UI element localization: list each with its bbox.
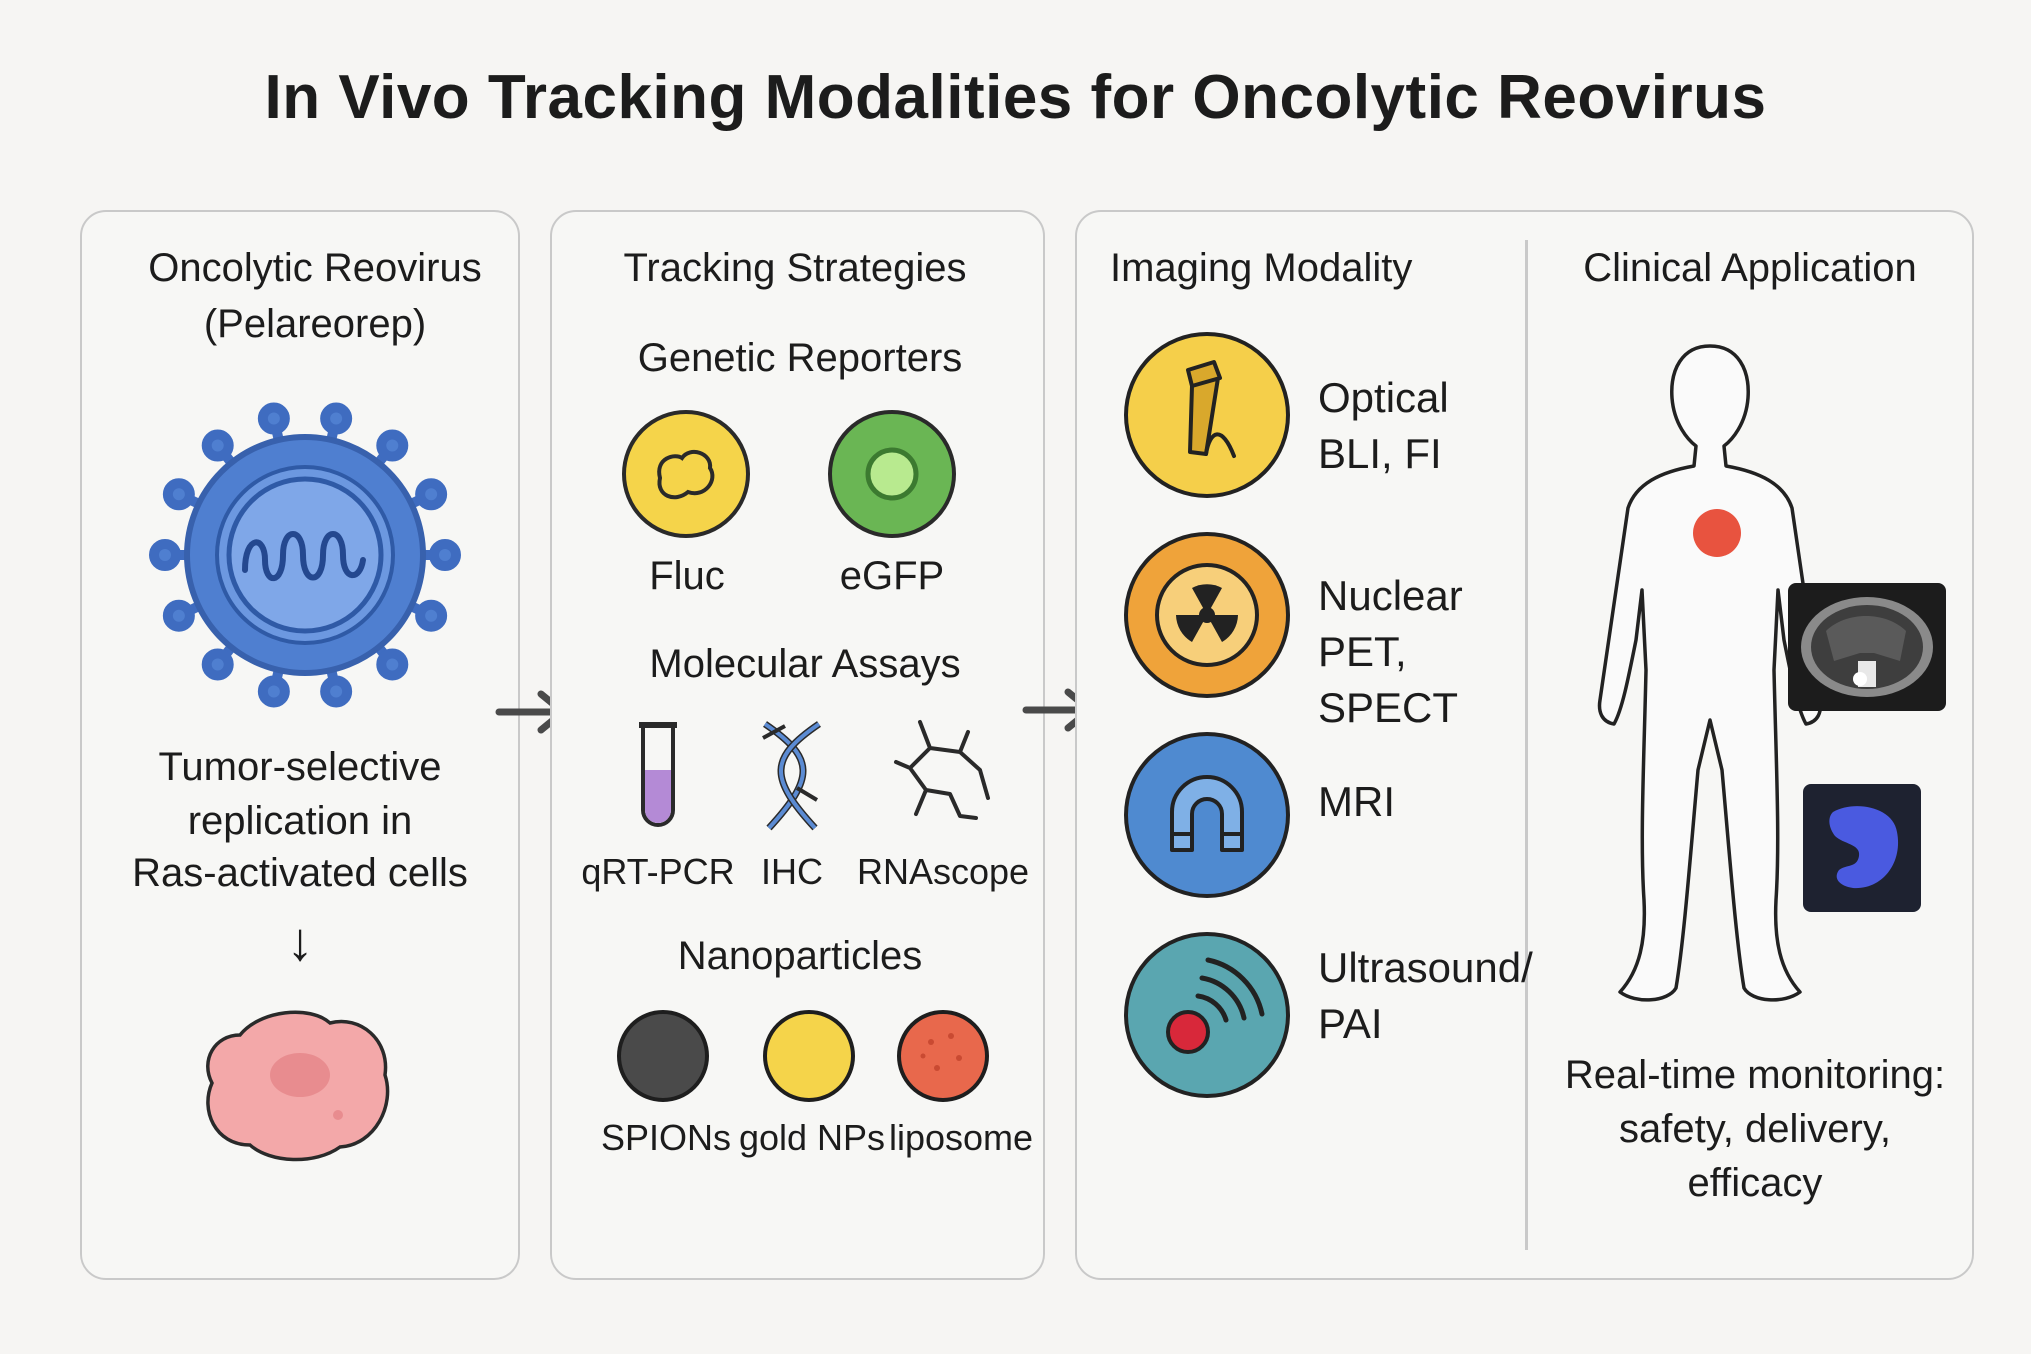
modality-ultrasound-line1: Ultrasound/ bbox=[1318, 944, 1533, 991]
molecular-assays-heading: Molecular Assays bbox=[649, 642, 961, 686]
virus-spike-tip bbox=[415, 478, 448, 511]
virus-spike-tip bbox=[201, 648, 234, 681]
ihc-label: IHC bbox=[761, 851, 823, 892]
virus-spike-tip bbox=[415, 599, 448, 632]
clinical-caption-line2: safety, delivery, bbox=[1619, 1107, 1891, 1151]
liposome-label: liposome bbox=[888, 1117, 1034, 1158]
modality-ultrasound-line2: PAI bbox=[1318, 1000, 1383, 1047]
modality-optical-line1: Optical bbox=[1318, 374, 1449, 421]
egfp-label: eGFP bbox=[839, 554, 945, 598]
virus-spike-tip bbox=[257, 675, 290, 708]
ct-scan-image bbox=[1788, 583, 1946, 711]
virus-spike-tip bbox=[201, 429, 234, 462]
liver-scan-image bbox=[1803, 784, 1921, 912]
gold-nps-label: gold NPs bbox=[738, 1117, 886, 1158]
virus-caption-line1: Tumor-selective bbox=[158, 745, 442, 789]
down-arrow-icon: ↓ bbox=[286, 912, 314, 972]
spion-icon bbox=[617, 1010, 709, 1102]
modality-nuclear-line2: PET, SPECT bbox=[1318, 628, 1459, 731]
modality-mri-line1: MRI bbox=[1318, 778, 1395, 825]
virus-spike-tip bbox=[376, 648, 409, 681]
nuclear-radiation-icon bbox=[1124, 532, 1290, 698]
virus-caption-line3: Ras-activated cells bbox=[132, 851, 468, 895]
clinical-heading: Clinical Application bbox=[1583, 246, 1917, 290]
ultrasound-wave-icon bbox=[1124, 932, 1290, 1098]
optical-flask-icon bbox=[1124, 332, 1290, 498]
virus-spike-tip bbox=[162, 478, 195, 511]
imaging-heading: Imaging Modality bbox=[1110, 246, 1413, 290]
spions-label: SPIONs bbox=[600, 1117, 732, 1158]
clinical-caption-line1: Real-time monitoring: bbox=[1564, 1053, 1946, 1097]
test-tube-icon bbox=[639, 722, 677, 827]
rnascope-label: RNAscope bbox=[856, 851, 1030, 892]
virus-panel-heading-line2: (Pelareorep) bbox=[203, 302, 427, 346]
virus-spike-tip bbox=[320, 402, 353, 435]
virus-spike-tip bbox=[257, 402, 290, 435]
modality-nuclear-line1: Nuclear bbox=[1318, 572, 1463, 619]
tumor-cell-icon bbox=[206, 1010, 390, 1162]
qrt-pcr-label: qRT-PCR bbox=[581, 851, 735, 892]
page-title: In Vivo Tracking Modalities for Oncolyti… bbox=[264, 63, 1767, 132]
virus-caption-line2: replication in bbox=[187, 799, 413, 843]
egfp-reporter-icon bbox=[828, 410, 956, 538]
virus-spike-tip bbox=[429, 539, 461, 571]
nanoparticles-heading: Nanoparticles bbox=[677, 934, 923, 978]
reovirus-icon bbox=[149, 402, 461, 708]
mri-magnet-icon bbox=[1124, 732, 1290, 898]
liposome-icon bbox=[897, 1010, 989, 1102]
virus-spike-tip bbox=[162, 599, 195, 632]
tracking-panel-heading: Tracking Strategies bbox=[623, 246, 967, 290]
fluc-reporter-icon bbox=[622, 410, 750, 538]
virus-spike-tip bbox=[149, 539, 181, 571]
virus-spike-tip bbox=[376, 429, 409, 462]
rnascope-icon bbox=[894, 720, 990, 820]
fluc-label: Fluc bbox=[649, 554, 725, 598]
gold-nanoparticle-icon bbox=[763, 1010, 855, 1102]
modality-optical-line2: BLI, FI bbox=[1318, 430, 1442, 477]
dna-icon bbox=[762, 721, 821, 831]
clinical-caption-line3: efficacy bbox=[1687, 1161, 1823, 1205]
virus-spike-tip bbox=[320, 675, 353, 708]
panel-divider bbox=[1525, 240, 1528, 1250]
virus-panel-heading-line1: Oncolytic Reovirus bbox=[148, 246, 482, 290]
genetic-reporters-heading: Genetic Reporters bbox=[637, 336, 963, 380]
human-body-icon bbox=[1597, 344, 1823, 1002]
